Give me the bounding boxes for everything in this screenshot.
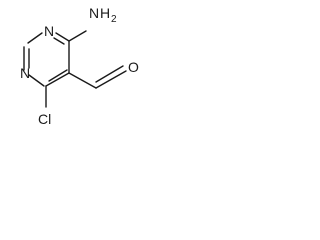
bond-c5-aldehyde: [68, 72, 97, 89]
amine-subscript: 2: [111, 14, 117, 25]
bond-c6-amine: [68, 30, 87, 42]
bond-n3-c4: [28, 74, 45, 87]
ring-bonds: [23, 32, 70, 87]
bond-c6-n1-inner: [53, 37, 65, 45]
bond-aldehyde-co: [95, 70, 127, 89]
bond-n1-c2: [27, 32, 43, 44]
structure-diagram: N N N H 2 Cl O: [20, 5, 139, 127]
substituent-bonds: [45, 30, 127, 108]
atom-n3-label: N: [20, 65, 30, 81]
atom-labels: N N N H 2 Cl O: [20, 5, 139, 127]
oxygen-label: O: [128, 59, 139, 75]
bond-c6-n1: [55, 32, 70, 42]
amine-h-label: H: [100, 5, 110, 21]
amine-n-label: N: [89, 5, 99, 21]
chlorine-label: Cl: [38, 111, 51, 127]
atom-n1-label: N: [44, 23, 54, 39]
bond-aldehyde-co-inner: [95, 65, 124, 83]
bond-c4-c5: [45, 72, 70, 87]
bond-c4-c5-inner: [48, 69, 68, 82]
